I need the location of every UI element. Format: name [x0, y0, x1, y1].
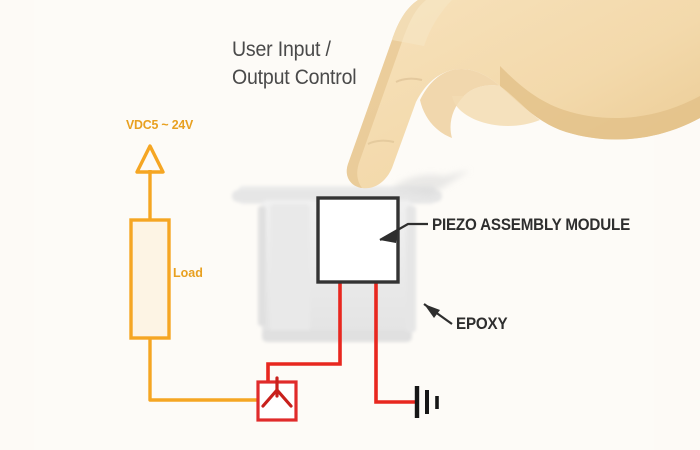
- supply-voltage-label: VDC5 ~ 24V: [126, 117, 194, 132]
- piezo-assembly-module-label: PIEZO ASSEMBLY MODULE: [432, 216, 631, 234]
- load-label: Load: [173, 266, 203, 280]
- module-right-wire: [374, 282, 416, 404]
- supply-arrow-icon: [135, 144, 165, 174]
- piezo-callout-leader: [379, 222, 428, 243]
- ground-icon: [414, 386, 439, 418]
- page-title: User Input / Output Control: [232, 38, 357, 89]
- signal-wiring: [266, 282, 416, 404]
- supply-branch: [129, 144, 258, 402]
- epoxy-label: EPOXY: [456, 315, 508, 333]
- load-to-switch-wire: [148, 338, 258, 402]
- module-left-wire: [266, 282, 342, 382]
- epoxy-callout-leader: [423, 303, 453, 325]
- output-switch-icon: [256, 376, 298, 422]
- load-resistor-icon: [129, 218, 171, 340]
- left-margin-band: [0, 0, 34, 450]
